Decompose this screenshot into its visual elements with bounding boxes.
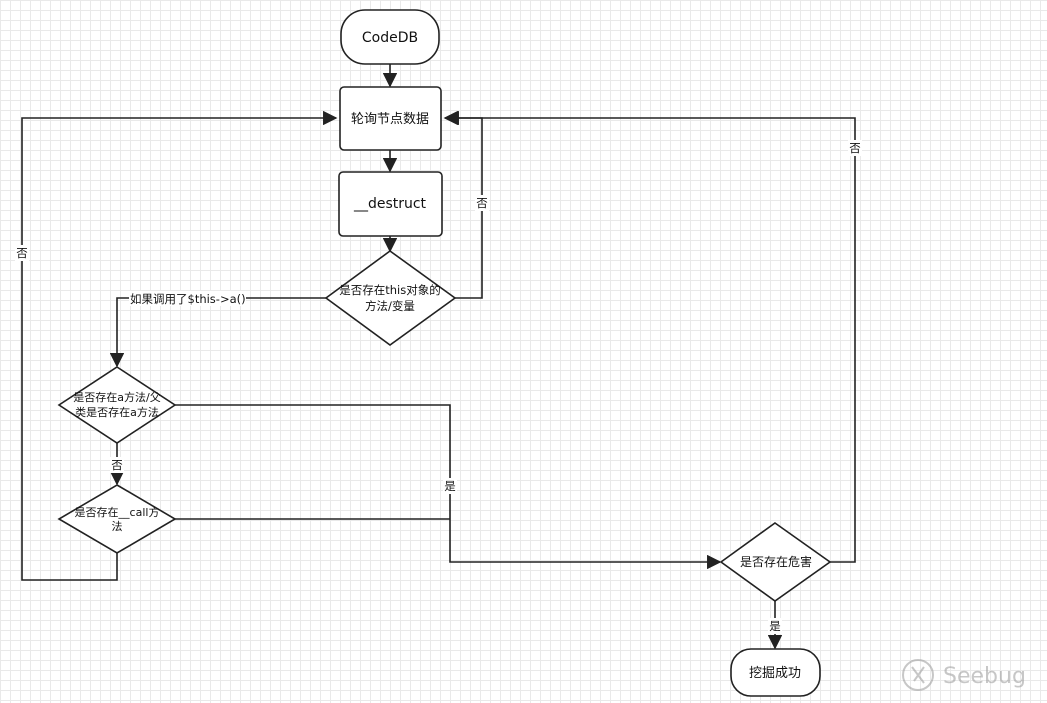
label-no-check-a: 否 <box>111 458 123 472</box>
label-no-check-call: 否 <box>16 246 28 260</box>
label-yes-danger: 是 <box>769 619 781 633</box>
node-destruct: __destruct <box>338 171 443 237</box>
seebug-watermark: Seebug <box>902 659 1026 691</box>
seebug-watermark-text: Seebug <box>943 664 1026 689</box>
node-check-this-label-2: 方法/变量 <box>365 299 415 313</box>
node-check-a-label-2: 类是否存在a方法 <box>75 405 159 419</box>
node-check-call-label-1: 是否存在__call方 <box>75 505 160 519</box>
node-check-this: 是否存在this对象的 方法/变量 <box>324 250 457 346</box>
node-poll: 轮询节点数据 <box>339 86 442 151</box>
node-success-label: 挖掘成功 <box>749 666 801 681</box>
edge-check-this-call <box>109 297 326 368</box>
node-check-a-label-1: 是否存在a方法/父 <box>73 390 160 404</box>
node-codedb-label: CodeDB <box>362 30 418 46</box>
node-success: 挖掘成功 <box>730 648 821 697</box>
node-check-a: 是否存在a方法/父 类是否存在a方法 <box>57 366 177 444</box>
node-danger: 是否存在危害 <box>719 522 832 602</box>
edge-check-call-no <box>21 110 338 581</box>
node-danger-label: 是否存在危害 <box>740 554 812 569</box>
label-if-called: 如果调用了$this->a() <box>130 292 246 306</box>
node-destruct-label: __destruct <box>353 196 427 212</box>
node-poll-label: 轮询节点数据 <box>351 112 429 127</box>
label-no-check-this: 否 <box>476 196 488 210</box>
label-yes-check-a: 是 <box>444 479 456 493</box>
edge-danger-no <box>444 110 856 563</box>
node-check-call-label-2: 法 <box>112 519 123 533</box>
label-no-danger: 否 <box>849 141 861 155</box>
seebug-logo-icon <box>902 659 934 691</box>
edge-labels: 如果调用了$this->a() 否 否 否 否 是 是 <box>15 140 862 634</box>
node-check-this-label-1: 是否存在this对象的 <box>339 283 440 297</box>
node-codedb: CodeDB <box>340 9 440 65</box>
edges <box>21 64 856 650</box>
node-check-call: 是否存在__call方 法 <box>57 484 177 554</box>
